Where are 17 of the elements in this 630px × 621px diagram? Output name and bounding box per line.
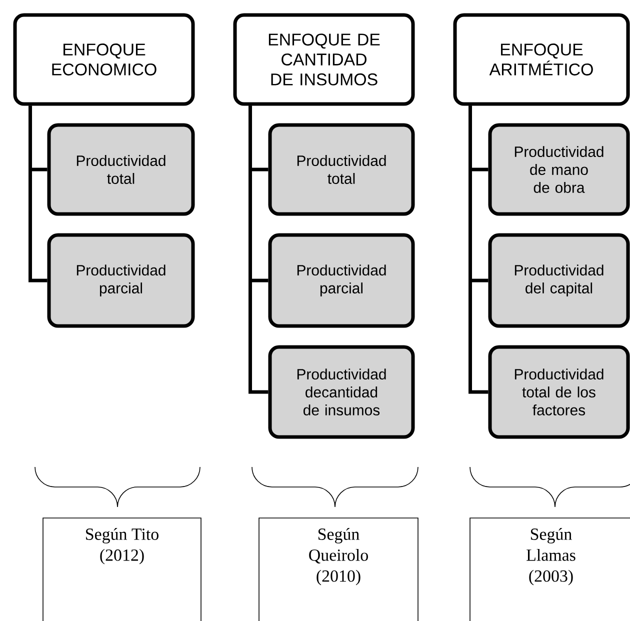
category-box: Productividad total bbox=[47, 123, 195, 216]
category-box: Productividad total de los factores bbox=[488, 345, 630, 439]
heading-box: ENFOQUE DE CANTIDAD DE INSUMOS bbox=[233, 13, 415, 106]
category-box: Productividad parcial bbox=[47, 233, 195, 328]
category-box: Productividad del capital bbox=[488, 233, 630, 328]
source-box: Según Queirolo (2010) bbox=[258, 518, 418, 621]
connector-line bbox=[468, 106, 488, 394]
source-box: Según Llamas (2003) bbox=[470, 518, 630, 621]
heading-box: ENFOQUE ARITMÉTICO bbox=[453, 13, 630, 106]
category-box: Productividad de mano de obra bbox=[488, 123, 630, 216]
category-box: Productividad decantidad de insumos bbox=[268, 345, 415, 439]
connector-line bbox=[248, 106, 268, 394]
heading-box: ENFOQUE ECONOMICO bbox=[13, 13, 195, 106]
category-box: Productividad total bbox=[268, 123, 415, 216]
source-box: Según Tito (2012) bbox=[42, 518, 202, 621]
category-box: Productividad parcial bbox=[268, 233, 415, 328]
connector-line bbox=[28, 106, 48, 282]
